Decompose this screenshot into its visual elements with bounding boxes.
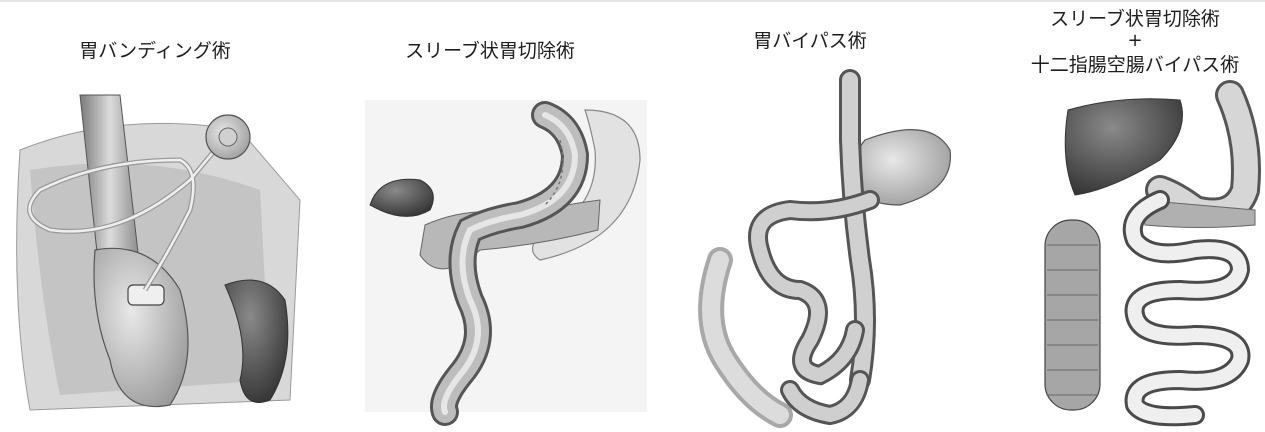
sleeve-duodenojejunal-bypass-illustration (1035, 85, 1260, 425)
sleeve-gastrectomy-illustration (365, 100, 647, 412)
gastric-banding-illustration (12, 95, 302, 420)
gastric-bypass-illustration (710, 80, 955, 425)
